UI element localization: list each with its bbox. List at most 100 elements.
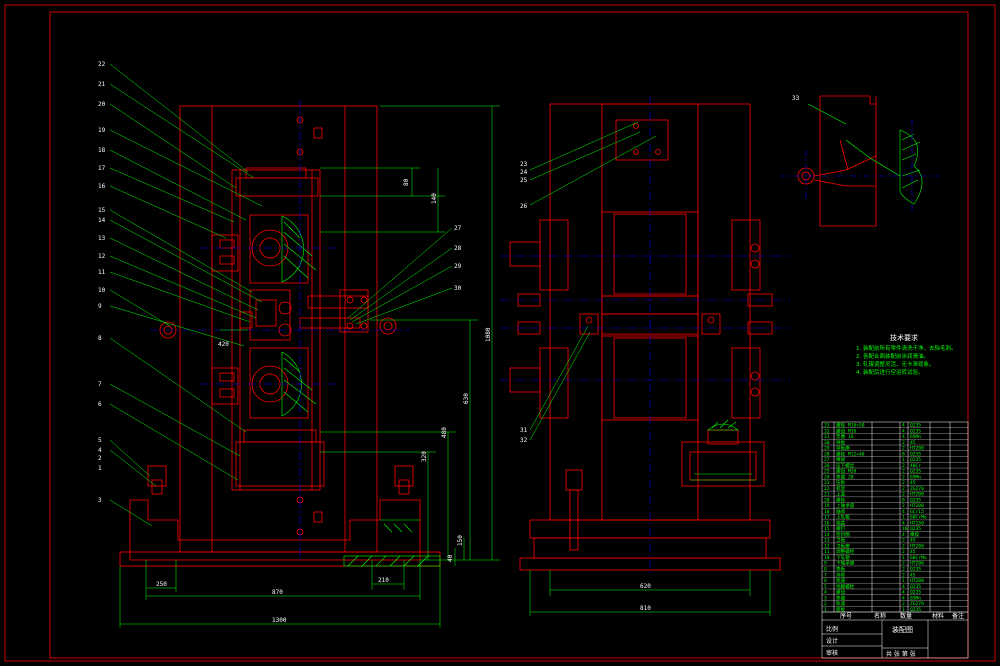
bom-cell-qty: 1 bbox=[902, 578, 905, 584]
bom-cell-name: 上轧辊 bbox=[836, 514, 850, 521]
bom-cell-no: 13 bbox=[824, 538, 830, 544]
balloon-7: 7 bbox=[98, 381, 102, 388]
bom-cell-no: 28 bbox=[824, 451, 830, 457]
leaders-left bbox=[109, 63, 263, 527]
note-line-2: 2. 各配合面装配前涂润滑油。 bbox=[856, 352, 929, 360]
bom-cell-qty: 2 bbox=[902, 549, 905, 555]
bom-cell-no: 8 bbox=[824, 566, 827, 572]
bom-cell-mat: Q235 bbox=[910, 423, 921, 429]
bom-cell-qty: 4 bbox=[902, 590, 905, 596]
bom-cell-no: 26 bbox=[824, 463, 830, 469]
balloon-19: 19 bbox=[98, 127, 106, 134]
bom-header-no: 序号 bbox=[840, 612, 852, 620]
dim-420: 420 bbox=[218, 341, 229, 348]
dimension-text: 80 140 420 1080 630 480 320 150 40 250 8… bbox=[156, 178, 651, 624]
dim-80: 80 bbox=[403, 178, 410, 186]
bom-cell-mat: GCr15 bbox=[910, 509, 924, 515]
bom-header-qty: 数量 bbox=[900, 612, 912, 620]
balloon-14: 14 bbox=[98, 217, 106, 224]
bom-cell-qty: 2 bbox=[902, 480, 905, 486]
balloon-27: 27 bbox=[454, 225, 462, 232]
balloon-2: 2 bbox=[98, 455, 102, 462]
dim-480: 480 bbox=[441, 427, 448, 438]
bom-cell-mat: Q235 bbox=[910, 526, 921, 532]
balloon-15: 15 bbox=[98, 207, 106, 214]
bom-cell-qty: 1 bbox=[902, 555, 905, 561]
bom-cell-name: 上轴承座 bbox=[836, 502, 855, 509]
bom-cell-mat: HT200 bbox=[910, 578, 924, 584]
title-block: 装配图 比例 设计 审核 共 张 第 张 bbox=[826, 625, 916, 658]
note-line-1: 1. 装配前所有零件清洗干净，去除毛刺。 bbox=[856, 344, 957, 352]
bom-cell-mat: 65Mn bbox=[910, 434, 921, 440]
balloons-side: 23 24 25 26 31 32 33 bbox=[520, 95, 800, 444]
bom-cell-mat: 45 bbox=[910, 572, 916, 578]
bom-cell-name: 斜楔 bbox=[836, 571, 846, 578]
bom-cell-qty: 2 bbox=[902, 572, 905, 578]
bom-cell-name: 螺栓 M12×40 bbox=[836, 450, 865, 457]
technical-notes: 技术要求 1. 装配前所有零件清洗干净，去除毛刺。 2. 各配合面装配前涂润滑油… bbox=[856, 333, 957, 376]
bom-cell-mat: 45 bbox=[910, 549, 916, 555]
bom-cell-name: 底板 bbox=[836, 606, 846, 613]
balloon-6: 6 bbox=[98, 401, 102, 408]
balloon-30: 30 bbox=[454, 285, 462, 292]
bom-cell-no: 4 bbox=[824, 590, 827, 596]
balloon-3: 3 bbox=[98, 497, 102, 504]
dim-810: 810 bbox=[640, 605, 651, 612]
bom-cell-qty: 2 bbox=[902, 474, 905, 480]
balloon-24: 24 bbox=[520, 169, 528, 176]
side-dimensions bbox=[529, 121, 771, 616]
bom-cell-name: 压板 bbox=[836, 479, 846, 486]
dim-140: 140 bbox=[431, 193, 438, 204]
bom-cell-qty: 2 bbox=[902, 440, 905, 446]
bom-cell-name: 底座 bbox=[836, 577, 846, 584]
bom-cell-no: 17 bbox=[824, 515, 830, 521]
bom-cell-mat: HT200 bbox=[910, 503, 924, 509]
bom-cell-no: 31 bbox=[824, 434, 830, 440]
balloon-26: 26 bbox=[520, 203, 528, 210]
bom-cell-qty: 2 bbox=[902, 463, 905, 469]
bom-cell-qty: 2 bbox=[902, 561, 905, 567]
bom-header-remark: 备注 bbox=[952, 612, 964, 620]
bom-cell-qty: 4 bbox=[902, 532, 905, 538]
bom-cell-mat: Q235 bbox=[910, 451, 921, 457]
bom-cell-no: 29 bbox=[824, 446, 830, 452]
bom-cell-name: 螺栓 bbox=[836, 496, 846, 503]
checker-label: 审核 bbox=[826, 649, 838, 657]
balloon-16: 16 bbox=[98, 183, 106, 190]
bom-cell-qty: 4 bbox=[902, 520, 905, 526]
bom-cell-mat: 60CrMo bbox=[910, 515, 927, 521]
bom-cell-name: 地脚螺栓 bbox=[836, 583, 855, 590]
bom-cell-name: 上盖 bbox=[836, 491, 846, 498]
balloon-20: 20 bbox=[98, 101, 106, 108]
dim-1300: 1300 bbox=[272, 617, 287, 624]
outer-border bbox=[4, 4, 996, 662]
dim-870: 870 bbox=[272, 589, 283, 596]
balloon-4: 4 bbox=[98, 447, 102, 454]
bom-cell-name: 导板座 bbox=[836, 445, 850, 452]
bom-cell-no: 19 bbox=[824, 503, 830, 509]
front-centerlines bbox=[150, 100, 410, 560]
balloon-23: 23 bbox=[520, 161, 528, 168]
bom-cell-name: 轨座 bbox=[836, 600, 846, 607]
bom-cell-no: 3 bbox=[824, 595, 827, 601]
bom-cell-qty: 2 bbox=[902, 538, 905, 544]
bom-cell-mat: Q235 bbox=[910, 566, 921, 572]
balloon-10: 10 bbox=[98, 287, 106, 294]
bom-cell-qty: 2 bbox=[902, 446, 905, 452]
bom-header: 序号 名称 数量 材料 备注 bbox=[840, 612, 964, 620]
bom-cell-no: 1 bbox=[824, 607, 827, 613]
balloon-21: 21 bbox=[98, 81, 106, 88]
bom-cell-no: 30 bbox=[824, 440, 830, 446]
bom-cell-no: 33 bbox=[824, 423, 830, 429]
bom-cell-mat: HT200 bbox=[910, 446, 924, 452]
note-line-4: 4. 装配后进行空运转试验。 bbox=[856, 368, 924, 376]
bom-header-mat: 材料 bbox=[932, 612, 944, 620]
bom-cell-name: 调整螺栓 bbox=[836, 548, 855, 555]
balloon-29: 29 bbox=[454, 263, 462, 270]
bom-cell-qty: 1 bbox=[902, 515, 905, 521]
bom-cell-name: 端盖 bbox=[836, 519, 846, 526]
bom-header-name: 名称 bbox=[874, 612, 886, 620]
leaders-mid bbox=[347, 227, 453, 325]
